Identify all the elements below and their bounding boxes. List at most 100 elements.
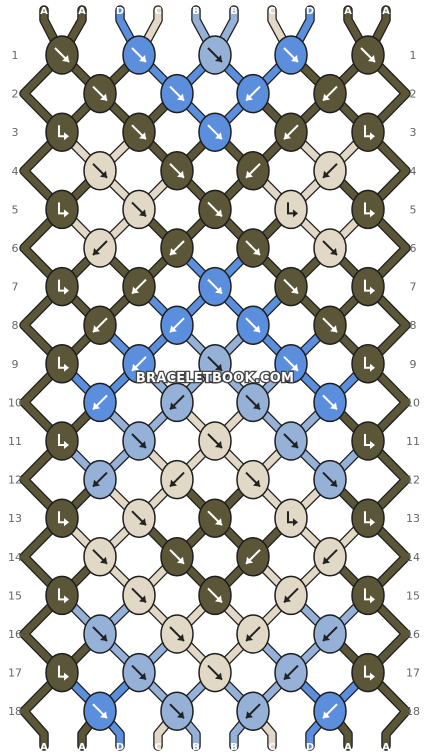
knot bbox=[351, 421, 385, 461]
knot bbox=[45, 189, 79, 230]
bottom-strand bbox=[382, 707, 410, 750]
top-strand-label: B bbox=[230, 6, 238, 17]
knot bbox=[236, 151, 270, 191]
knot bbox=[274, 344, 308, 384]
knot bbox=[83, 382, 117, 423]
row-number-right: 2 bbox=[410, 88, 417, 101]
row-number-right: 4 bbox=[410, 165, 417, 178]
arrow-head bbox=[246, 634, 253, 641]
top-strand-label: A bbox=[382, 6, 390, 17]
knot bbox=[198, 189, 232, 230]
arrow-shaft bbox=[364, 511, 372, 524]
arrow-head bbox=[170, 325, 177, 333]
knot-shape bbox=[351, 652, 385, 693]
arrow-head bbox=[177, 556, 184, 564]
top-strand-label: C bbox=[154, 6, 161, 17]
knot bbox=[236, 691, 270, 731]
arrow-shaft bbox=[58, 125, 66, 138]
knot bbox=[274, 421, 308, 461]
arrow-shaft bbox=[58, 588, 66, 601]
knot bbox=[274, 112, 308, 152]
knot bbox=[313, 382, 347, 423]
arrow-head bbox=[132, 286, 139, 294]
row-number-left: 10 bbox=[8, 396, 22, 409]
knot bbox=[313, 305, 347, 345]
arrow-head bbox=[253, 248, 260, 255]
bottom-strand-label: B bbox=[230, 742, 238, 753]
arrow-head bbox=[215, 55, 222, 62]
arrow-head bbox=[64, 441, 69, 449]
row-number-left: 7 bbox=[12, 281, 19, 294]
knot-shape bbox=[274, 498, 308, 538]
knot-shape bbox=[351, 575, 385, 616]
knot bbox=[351, 266, 385, 307]
arrow-head bbox=[368, 55, 375, 62]
arrow-head bbox=[177, 93, 184, 101]
knot bbox=[236, 73, 270, 114]
knot bbox=[236, 228, 270, 268]
knot bbox=[83, 305, 117, 345]
knot bbox=[236, 305, 270, 345]
knot bbox=[236, 459, 270, 500]
knot-shape bbox=[45, 575, 79, 616]
arrow-head bbox=[139, 595, 146, 603]
arrow-shaft bbox=[287, 202, 295, 215]
arrow-head bbox=[323, 711, 330, 719]
row-number-right: 13 bbox=[406, 512, 420, 525]
knot bbox=[274, 498, 308, 538]
arrow-head bbox=[215, 518, 222, 526]
arrow-head bbox=[100, 634, 107, 641]
arrow-shaft bbox=[58, 202, 66, 215]
knot bbox=[351, 189, 385, 230]
knot bbox=[45, 498, 79, 538]
arrow-head bbox=[370, 286, 375, 295]
arrow-shaft bbox=[364, 434, 372, 446]
knot-shape bbox=[351, 344, 385, 384]
knot-shape bbox=[351, 189, 385, 230]
knot bbox=[45, 652, 79, 693]
arrow-head bbox=[62, 55, 69, 62]
row-number-right: 6 bbox=[410, 242, 417, 255]
arrow-head bbox=[330, 325, 337, 333]
row-number-left: 13 bbox=[8, 512, 22, 525]
knot-shape bbox=[45, 189, 79, 230]
row-number-left: 5 bbox=[12, 203, 19, 216]
arrow-head bbox=[215, 209, 222, 217]
knot bbox=[351, 344, 385, 384]
knot bbox=[122, 266, 156, 307]
row-number-left: 3 bbox=[12, 126, 19, 139]
knot bbox=[351, 112, 385, 152]
row-number-left: 1 bbox=[12, 49, 19, 62]
arrow-head bbox=[170, 402, 177, 410]
arrow-head bbox=[64, 209, 69, 218]
bottom-strand-label: C bbox=[154, 742, 161, 753]
row-number-left: 15 bbox=[8, 589, 22, 602]
knot-shape bbox=[351, 421, 385, 461]
bottom-strand-label: D bbox=[116, 742, 124, 753]
knot bbox=[198, 498, 232, 538]
arrow-head bbox=[293, 518, 298, 527]
arrow-head bbox=[291, 441, 298, 448]
knot bbox=[122, 575, 156, 616]
knot bbox=[313, 228, 347, 268]
top-strand-label: C bbox=[268, 6, 275, 17]
arrow-head bbox=[139, 518, 146, 526]
row-number-left: 18 bbox=[8, 705, 22, 718]
arrow-head bbox=[253, 479, 260, 487]
knot-shape bbox=[45, 112, 79, 152]
top-strand-label: A bbox=[78, 6, 86, 17]
row-number-right: 11 bbox=[406, 435, 420, 448]
knot bbox=[274, 652, 308, 693]
knot-shape bbox=[351, 266, 385, 307]
arrow-shaft bbox=[364, 356, 372, 369]
knot bbox=[313, 459, 347, 500]
arrow-head bbox=[246, 170, 253, 178]
row-number-right: 17 bbox=[406, 667, 420, 680]
arrow-shaft bbox=[364, 202, 372, 215]
arrow-head bbox=[64, 286, 69, 295]
row-number-right: 16 bbox=[406, 628, 420, 641]
knot bbox=[160, 305, 194, 345]
arrow-head bbox=[370, 441, 375, 449]
knot bbox=[198, 112, 232, 152]
